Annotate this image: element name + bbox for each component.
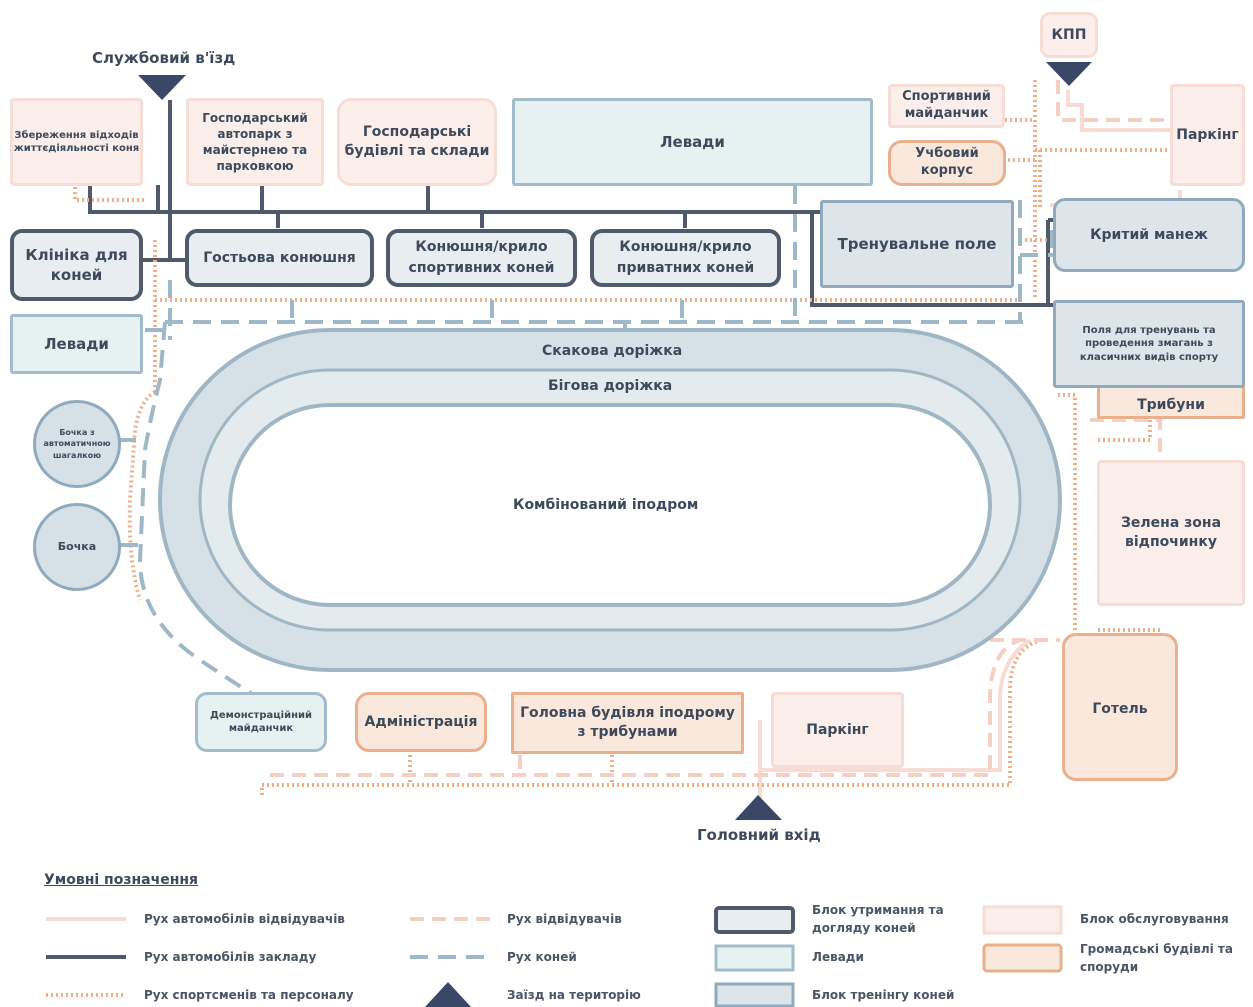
levady-left-block: Левади	[10, 314, 143, 374]
legend-training-box	[714, 982, 795, 1007]
facility-car-routes	[88, 100, 1055, 307]
hippodrome-center-label: Комбінований іподром	[513, 497, 699, 513]
legend-label-entry: Заїзд на територію	[507, 988, 641, 1002]
checkpoint-triangle	[1046, 62, 1092, 86]
training-field-label: Тренувальне поле	[837, 234, 997, 253]
legend-levada-box	[714, 944, 795, 972]
parking-bottom-label: Паркінг	[806, 721, 869, 738]
demo-ground-label: Демонстраційний майданчик	[209, 709, 313, 735]
green-zone-label: Зелена зона відпочинку	[1120, 515, 1222, 550]
classic-fields-block: Поля для тренувань та проведення змагань…	[1053, 300, 1245, 388]
stands-label: Трибуни	[1137, 396, 1205, 413]
main-entrance-triangle	[735, 795, 782, 820]
legend-dark-outline-box	[714, 906, 795, 934]
levady-top-label: Левади	[660, 132, 725, 151]
legend-label-visitor-cars: Рух автомобілів відвідувачів	[144, 912, 345, 926]
checkpoint-box: КПП	[1040, 12, 1098, 58]
training-building-block: Учбовий корпус	[888, 140, 1006, 186]
administration-label: Адміністрація	[364, 713, 478, 730]
legend-label-service-block: Блок обслуговування	[1080, 912, 1229, 926]
running-track-label: Бігова доріжка	[548, 378, 673, 394]
legend-label-training-block: Блок тренінгу коней	[812, 988, 955, 1002]
covered-arena-label: Критий манеж	[1090, 226, 1208, 243]
clinic-block: Клініка для коней	[10, 229, 143, 301]
parking-bottom-block: Паркінг	[771, 692, 904, 768]
storage-label: Господарські будівлі та склади	[344, 124, 490, 159]
stands-block: Трибуни	[1097, 385, 1245, 419]
levady-top-block: Левади	[512, 98, 873, 186]
garage-label: Господарський автопарк з майстернею та п…	[202, 110, 308, 174]
walker-barrel-label: Бочка з автоматичною шагалкою	[43, 428, 111, 460]
sport-ground-block: Спортивний майданчик	[888, 84, 1005, 128]
visitor-routes	[270, 80, 1172, 777]
staff-routes	[73, 80, 1170, 795]
legend-swatches	[46, 905, 1063, 1007]
clinic-label: Клініка для коней	[25, 245, 128, 284]
guest-stable-block: Гостьова конюшня	[185, 229, 374, 287]
hotel-block: Готель	[1062, 633, 1178, 781]
walker-barrel-block: Бочка з автоматичною шагалкою	[33, 400, 121, 488]
legend-entrance-triangle	[425, 982, 471, 1007]
hotel-label: Готель	[1092, 701, 1148, 717]
training-field-block: Тренувальне поле	[820, 200, 1014, 288]
checkpoint-label: КПП	[1051, 26, 1087, 43]
private-stable-block: Конюшня/крило приватних коней	[590, 229, 781, 287]
legend-label-levady: Левади	[812, 950, 864, 964]
waste-storage-label: Збереження відходів життєдіяльності коня	[13, 129, 140, 155]
legend-label-facility-cars: Рух автомобілів закладу	[144, 950, 317, 964]
legend-label-horses: Рух коней	[507, 950, 577, 964]
administration-block: Адміністрація	[355, 692, 487, 752]
legend-service-box	[982, 905, 1063, 935]
legend-title: Умовні позначення	[44, 872, 199, 888]
parking-top-block: Паркінг	[1170, 84, 1245, 186]
service-entrance-triangle	[138, 75, 186, 100]
barrel-label: Бочка	[57, 539, 97, 553]
sport-stable-label: Конюшня/крило спортивних коней	[408, 239, 555, 276]
guest-stable-label: Гостьова конюшня	[203, 249, 356, 266]
training-building-label: Учбовий корпус	[915, 146, 979, 178]
race-track-label: Скакова доріжка	[542, 343, 683, 359]
demo-ground-block: Демонстраційний майданчик	[195, 692, 327, 752]
covered-arena-block: Критий манеж	[1053, 198, 1245, 272]
track-infield	[228, 403, 992, 607]
legend-public-box	[982, 943, 1063, 973]
classic-fields-label: Поля для тренувань та проведення змагань…	[1079, 324, 1219, 363]
legend-label-public-block: Громадські будівлі та споруди	[1080, 942, 1233, 974]
main-entrance-label: Головний вхід	[697, 826, 821, 844]
levady-left-label: Левади	[44, 334, 109, 353]
sport-ground-label: Спортивний майданчик	[902, 89, 991, 121]
storage-block: Господарські будівлі та склади	[337, 98, 497, 186]
main-building-block: Головна будівля іподрому з трибунами	[511, 692, 744, 754]
garage-block: Господарський автопарк з майстернею та п…	[186, 98, 324, 186]
main-building-label: Головна будівля іподрому з трибунами	[520, 705, 735, 740]
service-entrance-label: Службовий в'їзд	[92, 49, 236, 67]
legend-label-staff: Рух спортсменів та персоналу	[144, 988, 354, 1002]
barrel-block: Бочка	[33, 503, 121, 591]
legend-label-keeping-block: Блок утримання та догляду коней	[812, 903, 944, 935]
sport-stable-block: Конюшня/крило спортивних коней	[386, 229, 577, 287]
legend-label-visitors: Рух відвідувачів	[507, 912, 622, 926]
waste-storage-block: Збереження відходів життєдіяльності коня	[10, 98, 143, 186]
racetrack	[158, 328, 1062, 672]
parking-top-label: Паркінг	[1176, 126, 1239, 143]
private-stable-label: Конюшня/крило приватних коней	[616, 239, 755, 276]
horse-routes	[118, 186, 1055, 702]
green-zone-block: Зелена зона відпочинку	[1097, 460, 1245, 606]
